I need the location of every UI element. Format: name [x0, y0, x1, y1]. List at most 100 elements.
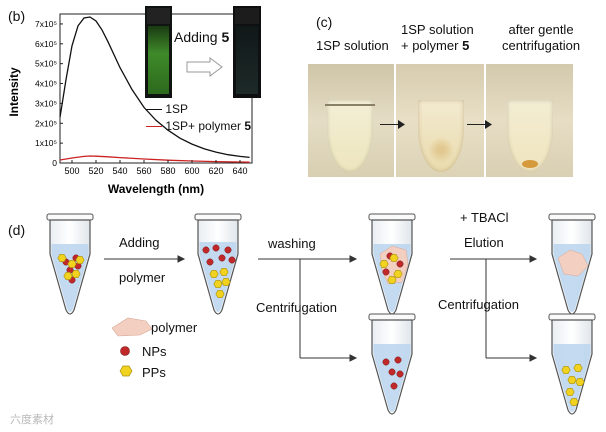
- vial-arrow-head-icon: [398, 120, 406, 129]
- np-particle: [225, 247, 231, 253]
- y-tick-label: 5x10⁵: [35, 59, 57, 69]
- polymer-legend-icon: [112, 318, 152, 336]
- caption-bold: 5: [462, 38, 469, 53]
- tube-cap: [549, 214, 595, 220]
- label-centrifugation-1: Centrifugation: [256, 300, 337, 315]
- legend-label: 1SP: [165, 102, 188, 116]
- caption-line: 1SP solution: [401, 22, 474, 38]
- adding-text: Adding: [174, 29, 221, 45]
- pp-particle: [76, 256, 84, 263]
- np-particle: [391, 383, 397, 389]
- tube-after-washing: [369, 214, 415, 314]
- y-tick-label: 1x10⁵: [35, 138, 57, 148]
- pp-particle: [216, 290, 224, 297]
- y-tick-label: 2x10⁵: [35, 118, 57, 128]
- pp-particle: [220, 268, 228, 275]
- np-particle: [389, 369, 395, 375]
- tube-cap: [369, 214, 415, 220]
- pp-particle: [562, 366, 570, 373]
- np-particle: [213, 245, 219, 251]
- legend-nps-label: NPs: [142, 344, 167, 359]
- vial-photo-after-centrifugation: [486, 64, 573, 177]
- adding-polymer-label: Adding 5: [174, 29, 229, 45]
- np-particle: [395, 357, 401, 363]
- pp-particle: [390, 254, 398, 261]
- pp-particle: [72, 270, 80, 277]
- x-tick-label: 580: [160, 166, 175, 176]
- adding-arrow-icon: [186, 57, 224, 77]
- pp-particle: [64, 272, 72, 279]
- cuvette-after-photo: [233, 6, 261, 98]
- tube-cap: [195, 214, 241, 220]
- vial-photo-1sp: [308, 64, 394, 177]
- legend-label: 1SP+ polymer: [165, 119, 244, 133]
- y-tick-label: 4x10⁵: [35, 79, 57, 89]
- np-particle: [203, 247, 209, 253]
- pp-legend-icon: [120, 366, 132, 376]
- pp-particle: [566, 388, 574, 395]
- pp-particle: [210, 270, 218, 277]
- pp-particle: [58, 254, 66, 261]
- legend-swatch: [146, 109, 162, 110]
- tube-cap: [47, 214, 93, 220]
- caption-line: 1SP solution: [316, 38, 389, 54]
- y-tick-label: 7x10⁵: [35, 19, 57, 29]
- pp-particle: [394, 270, 402, 277]
- np-particle: [397, 371, 403, 377]
- legend-label-bold: 5: [244, 119, 251, 133]
- caption-1sp-polymer: 1SP solution + polymer 5: [401, 22, 474, 54]
- vial-arrow-head-icon: [485, 120, 493, 129]
- np-particle: [219, 255, 225, 261]
- x-tick-label: 520: [88, 166, 103, 176]
- cuvette-before-photo: [145, 6, 172, 98]
- pp-particle: [68, 260, 76, 267]
- watermark: 六度素材: [10, 411, 54, 427]
- tube-initial: [47, 214, 93, 314]
- pp-particle: [576, 378, 584, 385]
- series-line-1sp-polymer: [60, 156, 250, 162]
- caption-text: + polymer: [401, 38, 462, 53]
- pp-particle: [214, 280, 222, 287]
- adding-compound-number: 5: [221, 29, 229, 45]
- panel-c-letter: (c): [316, 14, 332, 30]
- x-tick-label: 540: [112, 166, 127, 176]
- pp-particle: [574, 364, 582, 371]
- tube-pp-recovered: [549, 314, 595, 414]
- tube-cap: [369, 314, 415, 320]
- x-tick-label: 500: [64, 166, 79, 176]
- caption-1sp-solution: 1SP solution: [316, 38, 389, 54]
- chart-y-axis-label: Intensity: [7, 67, 21, 117]
- np-particle: [397, 261, 403, 267]
- caption-line: after gentle: [502, 22, 580, 38]
- label-elution: Elution: [464, 235, 504, 250]
- caption-after-centrifugation: after gentle centrifugation: [502, 22, 580, 54]
- label-tbacl: + TBACl: [460, 210, 509, 225]
- x-tick-label: 640: [232, 166, 247, 176]
- label-adding: Adding: [119, 235, 159, 250]
- np-legend-icon: [121, 347, 130, 356]
- legend-pps-label: PPs: [142, 365, 166, 380]
- x-tick-label: 600: [184, 166, 199, 176]
- y-tick-label: 0: [52, 158, 57, 168]
- x-tick-label: 620: [208, 166, 223, 176]
- np-particle: [229, 257, 235, 263]
- legend-item-1sp-polymer: 1SP+ polymer 5: [146, 118, 251, 135]
- tube-after-elution: [549, 214, 595, 314]
- pp-particle: [222, 278, 230, 285]
- y-tick-label: 6x10⁵: [35, 39, 57, 49]
- legend-swatch: [146, 126, 162, 127]
- tube-after-adding: [195, 214, 241, 314]
- tube-np-supernatant: [369, 314, 415, 414]
- vial-photo-1sp-polymer: [396, 64, 484, 177]
- pp-particle: [568, 376, 576, 383]
- label-polymer: polymer: [119, 270, 165, 285]
- label-washing: washing: [268, 236, 316, 251]
- np-particle: [207, 259, 213, 265]
- pp-particle: [570, 398, 578, 405]
- pp-particle: [380, 260, 388, 267]
- step-arrow-adding: [104, 256, 184, 262]
- caption-line: + polymer 5: [401, 38, 474, 54]
- np-particle: [383, 269, 389, 275]
- chart-legend: 1SP 1SP+ polymer 5: [146, 101, 251, 135]
- np-particle: [383, 359, 389, 365]
